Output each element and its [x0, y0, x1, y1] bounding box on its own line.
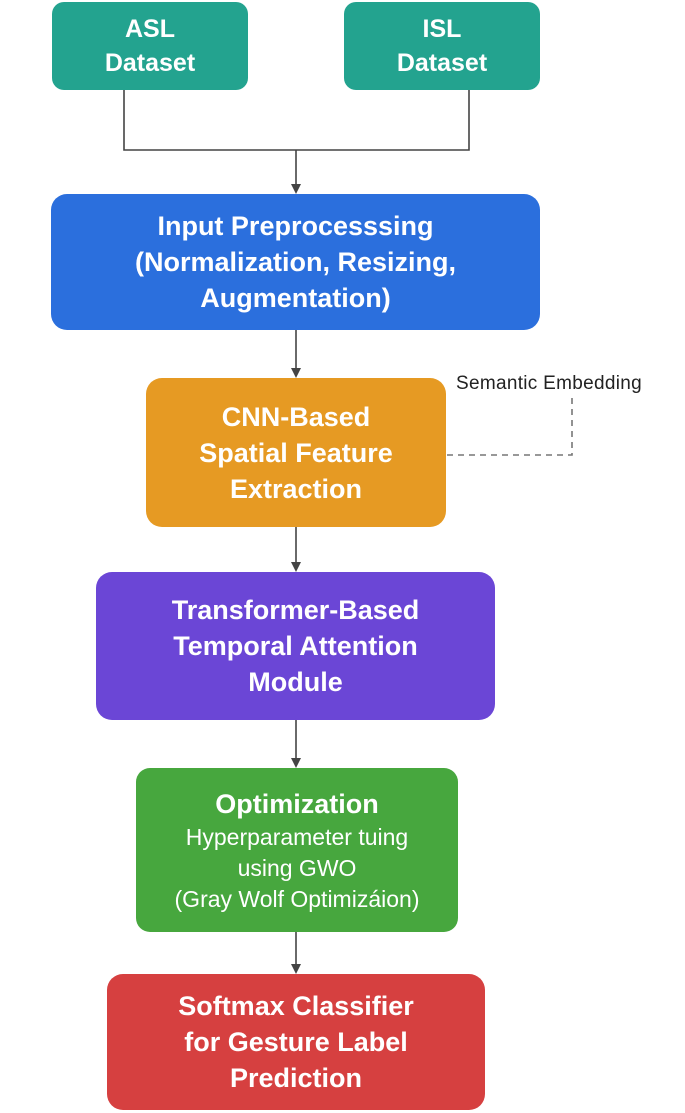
isl-connector	[296, 90, 470, 151]
asl-connector	[123, 90, 296, 151]
transformer-temporal-attention-node: Transformer-Based Temporal Attention Mod…	[96, 572, 495, 720]
softmax-node-line-3: Prediction	[229, 1063, 363, 1093]
asl-node-line-2: Dataset	[104, 49, 196, 77]
optimization-node-line-2: using GWO	[237, 854, 357, 881]
preprocessing-node-line-3: Augmentation)	[200, 283, 391, 313]
transformer-node-line-2: Temporal Attention	[173, 631, 418, 661]
transformer-node-line-3: Module	[248, 667, 343, 697]
isl-dataset-node: ISL Dataset	[344, 2, 540, 90]
isl-node-line-2: Dataset	[396, 49, 488, 77]
cnn-node-line-3: Extraction	[229, 473, 363, 504]
transformer-node-line-1: Transformer-Based	[171, 595, 420, 625]
cnn-feature-extraction-node: CNN-Based Spatial Feature Extraction	[146, 378, 446, 527]
asl-dataset-node: ASL Dataset	[52, 2, 248, 90]
optimization-node: Optimization Hyperparameter tuing using …	[136, 768, 458, 932]
preprocessing-node-line-1: Input Preprocesssing	[157, 211, 434, 241]
semantic-embedding-label: Semantic Embedding	[456, 373, 643, 394]
asl-node-line-1: ASL	[125, 15, 175, 43]
cnn-node-line-2: Spatial Feature	[199, 437, 393, 468]
optimization-node-line-3: (Gray Wolf Optimizáion)	[174, 885, 420, 912]
isl-node-line-1: ISL	[422, 15, 462, 43]
input-preprocessing-node: Input Preprocesssing (Normalization, Res…	[51, 194, 540, 330]
cnn-node-line-1: CNN-Based	[221, 401, 371, 432]
softmax-node-line-1: Softmax Classifier	[178, 991, 414, 1021]
optimization-node-line-1: Hyperparameter tuing	[185, 823, 409, 850]
softmax-node-line-2: for Gesture Label	[184, 1027, 408, 1057]
optimization-node-title: Optimization	[215, 788, 379, 819]
softmax-classifier-node: Softmax Classifier for Gesture Label Pre…	[107, 974, 485, 1110]
semantic-embedding-dashed-connector	[446, 398, 573, 456]
preprocessing-node-line-2: (Normalization, Resizing,	[134, 247, 457, 277]
